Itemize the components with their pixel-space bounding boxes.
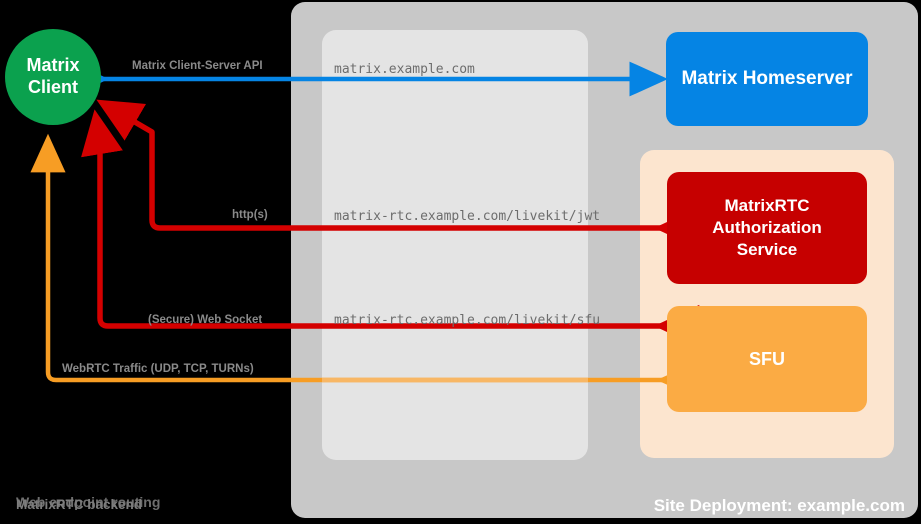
- node-matrix-homeserver[interactable]: Matrix Homeserver: [666, 32, 868, 126]
- matrixrtc-backend-label: MatrixRTC backend: [16, 497, 143, 512]
- endpoint-url-jwt: matrix-rtc.example.com/livekit/jwt: [334, 209, 601, 224]
- endpoint-url-sfu: matrix-rtc.example.com/livekit/sfu: [334, 313, 601, 328]
- connector-label-https: http(s): [232, 209, 268, 221]
- connector-label-websocket: (Secure) Web Socket: [148, 314, 263, 326]
- site-deployment-label: Site Deployment: example.com: [653, 496, 905, 515]
- endpoint-url-matrix: matrix.example.com: [334, 62, 475, 77]
- connector-label-webrtc: WebRTC Traffic (UDP, TCP, TURNs): [62, 363, 254, 375]
- connector-webrtc: [30, 133, 696, 398]
- node-matrix-homeserver-label: Matrix Homeserver: [681, 68, 853, 89]
- web-endpoint-routing-label: Web endpoint routing: [16, 494, 161, 510]
- node-sfu-label: SFU: [749, 348, 785, 369]
- node-sfu[interactable]: SFU: [667, 306, 867, 412]
- connector-label-client-server-api: Matrix Client-Server API: [132, 60, 263, 72]
